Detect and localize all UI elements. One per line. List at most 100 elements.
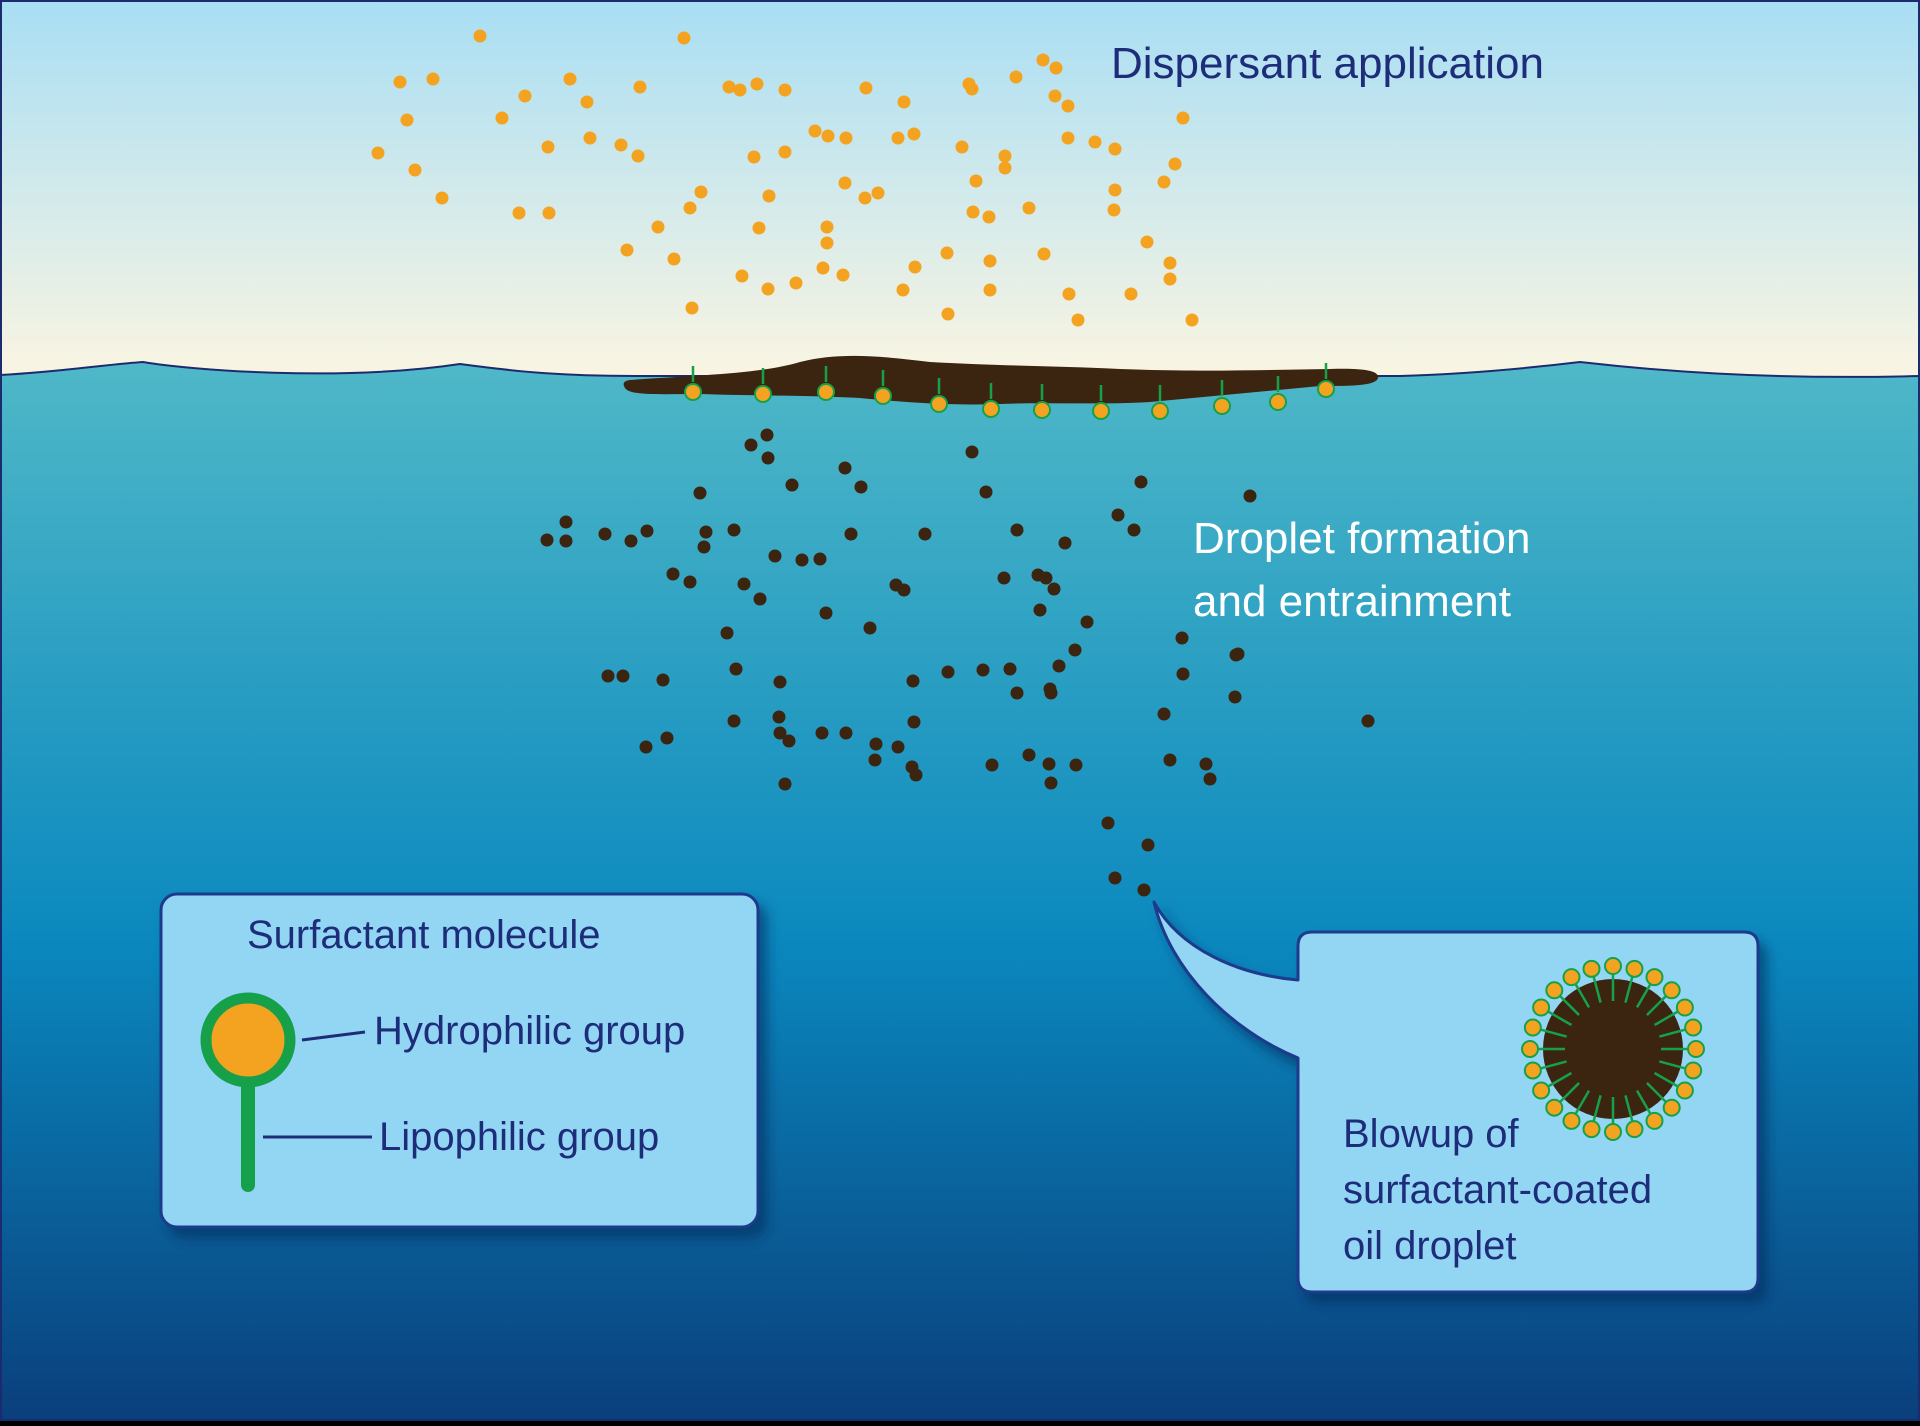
dispersant-particle xyxy=(969,174,983,188)
dispersant-particle xyxy=(1062,287,1076,301)
oil-droplet xyxy=(1137,883,1151,897)
droplet-surfactant-tail xyxy=(1635,1089,1653,1116)
dispersant-particle xyxy=(667,252,681,266)
surfactant-molecule-title: Surfactant molecule xyxy=(247,913,601,957)
dispersant-particle xyxy=(982,210,996,224)
dispersant-particle xyxy=(750,77,764,91)
droplet-surfactant-head xyxy=(1521,1040,1539,1058)
dispersant-particle xyxy=(541,140,555,154)
dispersant-particle xyxy=(891,131,905,145)
dispersant-particle xyxy=(1140,235,1154,249)
dispersant-particle xyxy=(859,81,873,95)
droplet-surfactant-tail xyxy=(1624,975,1634,1003)
droplet-surfactant-tail xyxy=(1539,1028,1567,1038)
dispersant-particle xyxy=(871,186,885,200)
dispersant-particle xyxy=(761,282,775,296)
oil-droplet xyxy=(1111,508,1125,522)
dispersant-particle xyxy=(542,206,556,220)
dispersant-particle xyxy=(839,131,853,145)
droplet-surfactant-head xyxy=(1645,968,1664,987)
hydrophilic-group-label: Hydrophilic group xyxy=(374,1009,685,1053)
oil-droplet xyxy=(697,540,711,554)
droplet-surfactant-tail xyxy=(1573,1089,1591,1116)
surfactant-head xyxy=(1092,402,1110,420)
droplet-surfactant-tail xyxy=(1558,994,1580,1016)
oil-droplet xyxy=(656,673,670,687)
dispersant-particle xyxy=(896,283,910,297)
dispersant-particle xyxy=(838,176,852,190)
dispersant-particle xyxy=(651,220,665,234)
droplet-surfactant-tail xyxy=(1653,1071,1680,1089)
dispersant-particle xyxy=(1036,53,1050,67)
oil-droplet xyxy=(598,527,612,541)
blowup-label-line3: oil droplet xyxy=(1343,1224,1516,1268)
dispersant-particles xyxy=(371,29,1199,327)
dispersant-particle xyxy=(778,145,792,159)
dispersant-particle xyxy=(1022,201,1036,215)
oil-droplet xyxy=(639,740,653,754)
oil-droplet xyxy=(1052,659,1066,673)
dispersant-particle xyxy=(1037,247,1051,261)
dispersant-particle xyxy=(1048,89,1062,103)
oil-droplet xyxy=(1163,753,1177,767)
dispersant-particle xyxy=(620,243,634,257)
dispersant-particle xyxy=(735,269,749,283)
droplet-surfactant-head xyxy=(1625,959,1644,978)
droplet-surfactant-tail xyxy=(1653,1009,1680,1027)
dispersant-particle xyxy=(1071,313,1085,327)
droplet-surfactant-head xyxy=(1604,1123,1622,1141)
surfactant-head xyxy=(1033,401,1051,419)
blowup-label-line1: Blowup of xyxy=(1343,1112,1520,1156)
droplet-surfactant-head xyxy=(1684,1018,1703,1037)
oil-droplet xyxy=(795,553,809,567)
surfactant-head xyxy=(684,383,702,401)
oil-droplet xyxy=(815,726,829,740)
dispersant-particle xyxy=(631,149,645,163)
dispersant-application-label: Dispersant application xyxy=(1111,39,1544,88)
droplet-surfactant-head xyxy=(1625,1120,1644,1139)
oil-droplet xyxy=(869,737,883,751)
dispersant-particle xyxy=(965,82,979,96)
oil-droplet xyxy=(1042,757,1056,771)
oil-droplet xyxy=(1141,838,1155,852)
dispersant-particle xyxy=(821,129,835,143)
oil-droplet xyxy=(965,445,979,459)
dispersant-particle xyxy=(512,206,526,220)
dispersant-particle xyxy=(633,80,647,94)
dispersant-particle xyxy=(722,80,736,94)
droplet-surfactant-head xyxy=(1562,968,1581,987)
dispersant-particle xyxy=(1061,99,1075,113)
droplet-surfactant-tail xyxy=(1624,1095,1634,1123)
coated-oil-droplet-icon xyxy=(1521,957,1705,1141)
oil-droplet xyxy=(1101,816,1115,830)
oil-droplet xyxy=(854,480,868,494)
oil-droplet xyxy=(773,675,787,689)
dispersant-particle xyxy=(941,307,955,321)
oil-droplet xyxy=(1199,757,1213,771)
oil-droplet xyxy=(785,478,799,492)
oil-droplet xyxy=(1003,662,1017,676)
droplet-surfactant-head xyxy=(1582,959,1601,978)
oil-droplet xyxy=(839,726,853,740)
droplet-surfactant-head xyxy=(1604,957,1622,975)
oil-droplet xyxy=(941,665,955,679)
droplet-surfactant-head xyxy=(1532,998,1551,1017)
dispersant-particle xyxy=(998,161,1012,175)
dispersant-particle xyxy=(580,95,594,109)
oil-droplet xyxy=(727,523,741,537)
oil-droplet xyxy=(1044,686,1058,700)
surfactant-head xyxy=(874,387,892,405)
oil-droplet xyxy=(737,577,751,591)
droplet-surfactant-head xyxy=(1645,1111,1664,1130)
oil-droplet xyxy=(624,534,638,548)
droplet-surfactant-tail xyxy=(1573,982,1591,1009)
droplet-surfactant-head xyxy=(1684,1061,1703,1080)
hydrophilic-leader-line xyxy=(301,1030,366,1042)
dispersant-particle xyxy=(998,149,1012,163)
oil-droplet xyxy=(909,768,923,782)
dispersant-particle xyxy=(1157,175,1171,189)
dispersant-particle xyxy=(371,146,385,160)
surfactant-head xyxy=(982,400,1000,418)
